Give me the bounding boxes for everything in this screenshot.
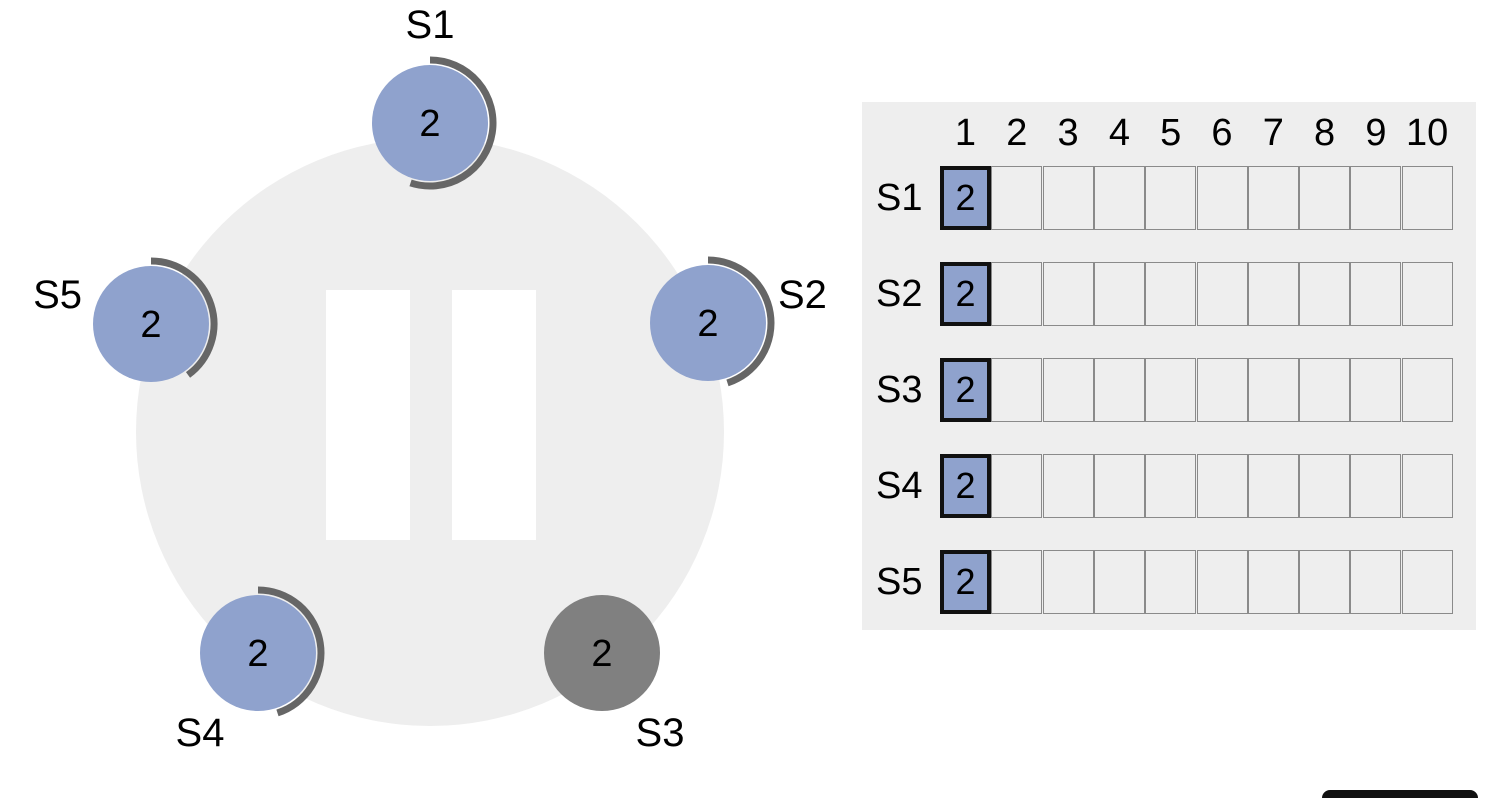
- log-row-label: S3: [876, 369, 923, 411]
- log-empty-slot[interactable]: [1196, 262, 1248, 326]
- server-s5[interactable]: 2 S5: [33, 257, 218, 382]
- pause-icon[interactable]: [326, 290, 536, 540]
- server-term: 2: [697, 303, 718, 345]
- log-index-header: 2: [1006, 112, 1028, 154]
- pause-bar-left[interactable]: [326, 290, 410, 540]
- log-empty-slot[interactable]: [1145, 550, 1197, 614]
- log-empty-slot[interactable]: [1042, 454, 1094, 518]
- log-empty-slot[interactable]: [1299, 454, 1351, 518]
- election-timer-arc: [707, 256, 775, 387]
- log-index-header: 1: [954, 112, 977, 154]
- server-node-circle[interactable]: [372, 65, 488, 181]
- log-index-header: 7: [1262, 112, 1284, 154]
- election-timer-arc: [150, 257, 218, 378]
- log-empty-slot[interactable]: [1247, 550, 1299, 614]
- log-empty-slot[interactable]: [1145, 166, 1197, 230]
- log-empty-slot[interactable]: [1042, 358, 1094, 422]
- server-label: S4: [176, 711, 225, 755]
- log-row-label: S2: [876, 273, 923, 315]
- log-empty-slot[interactable]: [1196, 358, 1248, 422]
- log-empty-slot[interactable]: [1401, 166, 1453, 230]
- log-row-label: S4: [876, 465, 923, 507]
- server-node-circle[interactable]: [544, 595, 660, 711]
- server-node-circle[interactable]: [200, 595, 316, 711]
- server-term: 2: [247, 633, 268, 675]
- election-timer-arc: [257, 586, 325, 717]
- server-label: S2: [778, 273, 827, 317]
- log-empty-slot[interactable]: [1350, 550, 1402, 614]
- cluster-ring: [136, 138, 724, 726]
- corner-button[interactable]: [1322, 790, 1478, 798]
- log-empty-slot[interactable]: [1093, 358, 1145, 422]
- log-empty-slot[interactable]: [1247, 262, 1299, 326]
- log-empty-slot[interactable]: [1401, 550, 1453, 614]
- election-timer-arc: [409, 56, 497, 190]
- log-entry[interactable]: 2: [940, 358, 991, 422]
- log-empty-slot[interactable]: [991, 454, 1043, 518]
- server-s2[interactable]: 2 S2: [650, 256, 827, 387]
- log-empty-slot[interactable]: [1042, 166, 1094, 230]
- log-empty-slot[interactable]: [1042, 262, 1094, 326]
- log-empty-slot[interactable]: [991, 358, 1043, 422]
- server-term: 2: [140, 304, 161, 346]
- log-empty-slot[interactable]: [1093, 166, 1145, 230]
- server-s4[interactable]: 2S4: [176, 586, 325, 755]
- log-empty-slot[interactable]: [1196, 166, 1248, 230]
- log-empty-slot[interactable]: [1093, 454, 1145, 518]
- log-empty-slot[interactable]: [1247, 358, 1299, 422]
- log-row-label: S1: [876, 177, 923, 219]
- log-index-header: 3: [1057, 112, 1079, 154]
- log-index-header: 4: [1108, 112, 1130, 154]
- server-s1[interactable]: 2 S1: [372, 3, 497, 190]
- log-index-header: 9: [1365, 112, 1387, 154]
- log-entry[interactable]: 2: [940, 262, 991, 326]
- log-empty-slot[interactable]: [1350, 262, 1402, 326]
- log-empty-slot[interactable]: [1401, 454, 1453, 518]
- log-empty-slot[interactable]: [1401, 262, 1453, 326]
- server-label: S1: [406, 3, 455, 47]
- log-empty-slot[interactable]: [1247, 166, 1299, 230]
- log-entry[interactable]: 2: [940, 550, 991, 614]
- server-node-circle[interactable]: [650, 265, 766, 381]
- log-empty-slot[interactable]: [1299, 262, 1351, 326]
- log-empty-slot[interactable]: [1350, 166, 1402, 230]
- log-empty-slot[interactable]: [1042, 550, 1094, 614]
- log-empty-slot[interactable]: [1299, 358, 1351, 422]
- log-empty-slot[interactable]: [1299, 550, 1351, 614]
- server-term: 2: [591, 633, 612, 675]
- log-index-header: 6: [1211, 112, 1233, 154]
- pause-bar-right[interactable]: [452, 290, 536, 540]
- server-term: 2: [419, 103, 440, 145]
- log-index-header: 10: [1406, 112, 1449, 154]
- log-empty-slot[interactable]: [1145, 454, 1197, 518]
- log-empty-slot[interactable]: [1145, 262, 1197, 326]
- log-entry[interactable]: 2: [940, 454, 991, 518]
- server-label: S3: [636, 711, 685, 755]
- log-empty-slot[interactable]: [1093, 550, 1145, 614]
- log-empty-slot[interactable]: [1196, 550, 1248, 614]
- log-empty-slot[interactable]: [1247, 454, 1299, 518]
- log-empty-slot[interactable]: [991, 166, 1043, 230]
- server-node-circle[interactable]: [93, 266, 209, 382]
- log-index-header: 8: [1314, 112, 1336, 154]
- server-s3[interactable]: 2S3: [544, 595, 684, 755]
- log-empty-slot[interactable]: [1350, 358, 1402, 422]
- log-empty-slot[interactable]: [991, 262, 1043, 326]
- log-empty-slot[interactable]: [991, 550, 1043, 614]
- log-empty-slot[interactable]: [1401, 358, 1453, 422]
- log-empty-slot[interactable]: [1145, 358, 1197, 422]
- log-empty-slot[interactable]: [1093, 262, 1145, 326]
- log-row-label: S5: [876, 561, 923, 603]
- log-empty-slot[interactable]: [1196, 454, 1248, 518]
- log-empty-slot[interactable]: [1299, 166, 1351, 230]
- log-index-header: 5: [1160, 112, 1182, 154]
- server-label: S5: [33, 273, 82, 317]
- log-entry[interactable]: 2: [940, 166, 991, 230]
- log-empty-slot[interactable]: [1350, 454, 1402, 518]
